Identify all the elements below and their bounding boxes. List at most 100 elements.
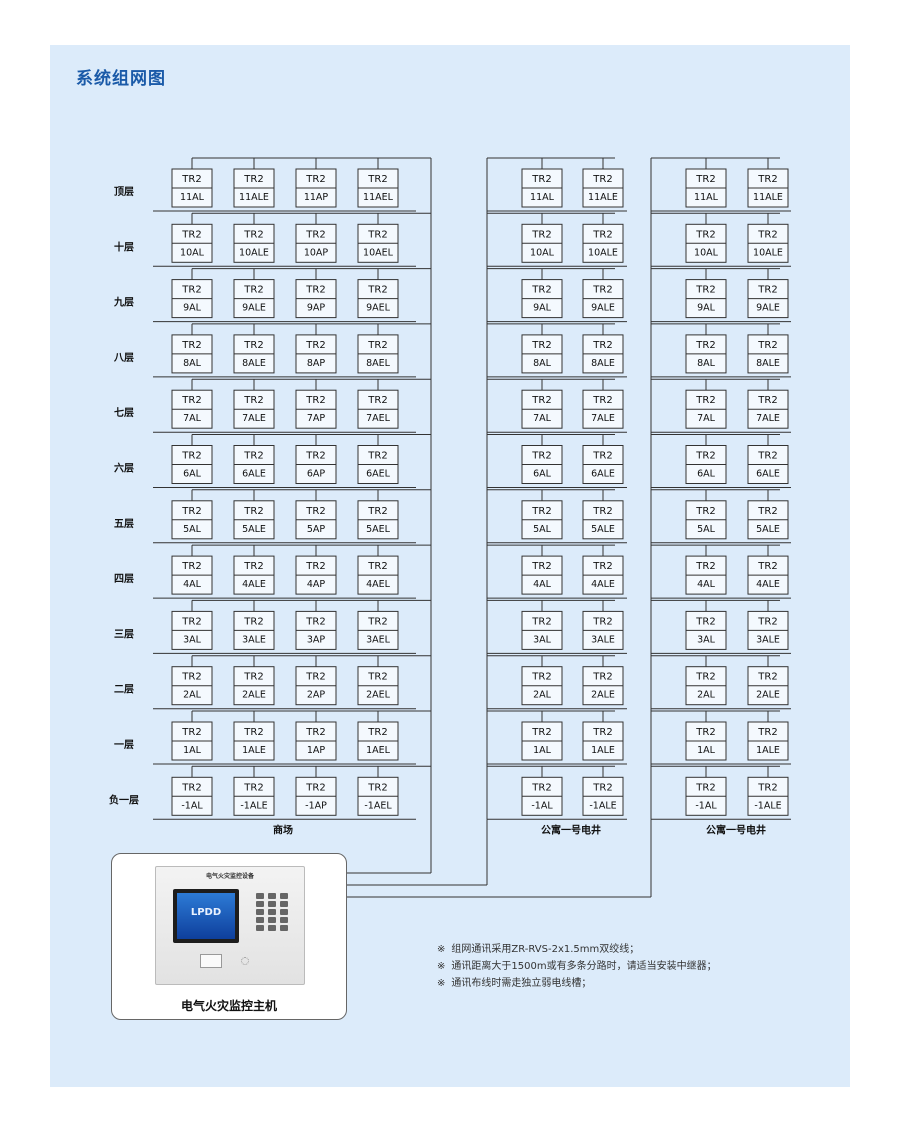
module-code: 2AL: [183, 690, 202, 701]
module-code: 2AP: [307, 690, 326, 701]
module-type: TR2: [181, 285, 201, 296]
device-keypad: [256, 891, 292, 933]
module-code: 11AL: [530, 192, 555, 203]
module-type: TR2: [531, 616, 551, 627]
module-code: 1ALE: [242, 745, 266, 756]
module-code: 10AEL: [363, 247, 394, 258]
device-title: 电气火灾监控设备: [205, 873, 254, 880]
note-mark-icon: ※: [437, 944, 446, 955]
module-code: 4ALE: [591, 579, 615, 590]
device-screen-logo: LPDD: [190, 907, 222, 918]
module-type: TR2: [367, 340, 387, 351]
module-code: 8AP: [307, 358, 326, 369]
module-code: 9AL: [533, 303, 552, 314]
module-type: TR2: [181, 451, 201, 462]
module-type: TR2: [181, 340, 201, 351]
module-code: 9ALE: [242, 303, 266, 314]
module-code: 5AEL: [366, 524, 391, 535]
module-type: TR2: [757, 285, 777, 296]
module-code: 8ALE: [242, 358, 266, 369]
module-code: 7ALE: [242, 413, 266, 424]
module-type: TR2: [757, 727, 777, 738]
module-code: 11AEL: [363, 192, 394, 203]
module-code: 9ALE: [591, 303, 615, 314]
module-type: TR2: [243, 616, 263, 627]
module-type: TR2: [305, 451, 325, 462]
module-type: TR2: [181, 395, 201, 406]
module-code: 7AL: [697, 413, 716, 424]
module-type: TR2: [592, 395, 612, 406]
module-code: 5ALE: [591, 524, 615, 535]
module-code: 3AL: [183, 634, 202, 645]
module-type: TR2: [305, 229, 325, 240]
module-code: 7AL: [533, 413, 552, 424]
module-type: TR2: [243, 506, 263, 517]
module-code: -1ALE: [754, 800, 781, 811]
module-type: TR2: [757, 561, 777, 572]
module-code: 3ALE: [591, 634, 615, 645]
host-label: 电气火灾监控主机: [180, 999, 277, 1013]
module-code: 1AL: [183, 745, 202, 756]
module-type: TR2: [757, 174, 777, 185]
module-type: TR2: [592, 451, 612, 462]
module-type: TR2: [305, 340, 325, 351]
module-code: 10AP: [304, 247, 329, 258]
module-type: TR2: [592, 340, 612, 351]
module-type: TR2: [243, 174, 263, 185]
module-code: 3AL: [697, 634, 716, 645]
module-type: TR2: [757, 451, 777, 462]
module-type: TR2: [367, 395, 387, 406]
module-code: 2AEL: [366, 690, 391, 701]
module-code: 6ALE: [591, 469, 615, 480]
module-code: 6AL: [533, 469, 552, 480]
module-code: 7AP: [307, 413, 326, 424]
module-code: 11AP: [304, 192, 329, 203]
module-type: TR2: [592, 727, 612, 738]
module-code: 10AL: [694, 247, 719, 258]
module-type: TR2: [367, 174, 387, 185]
module-code: 4AL: [183, 579, 202, 590]
module-type: TR2: [757, 616, 777, 627]
module-code: 9ALE: [756, 303, 780, 314]
module-type: TR2: [243, 672, 263, 683]
module-type: TR2: [531, 285, 551, 296]
module-type: TR2: [531, 672, 551, 683]
module-type: TR2: [367, 506, 387, 517]
module-code: 1ALE: [756, 745, 780, 756]
module-type: TR2: [592, 285, 612, 296]
floor-label: 九层: [113, 296, 134, 309]
module-code: 2ALE: [756, 690, 780, 701]
module-code: 7ALE: [756, 413, 780, 424]
module-type: TR2: [181, 727, 201, 738]
module-type: TR2: [695, 506, 715, 517]
module-code: 6AEL: [366, 469, 391, 480]
module-type: TR2: [531, 506, 551, 517]
module-code: 7AL: [183, 413, 202, 424]
module-code: 8AL: [183, 358, 202, 369]
group-caption: 商场: [273, 823, 293, 836]
module-code: -1AL: [695, 800, 717, 811]
module-code: 3AP: [307, 634, 326, 645]
module-type: TR2: [305, 395, 325, 406]
module-code: 2ALE: [242, 690, 266, 701]
page-title: 系统组网图: [76, 69, 166, 89]
module-type: TR2: [757, 395, 777, 406]
module-type: TR2: [243, 229, 263, 240]
module-type: TR2: [695, 727, 715, 738]
module-type: TR2: [695, 451, 715, 462]
floor-label: 一层: [114, 739, 134, 751]
module-type: TR2: [367, 727, 387, 738]
module-type: TR2: [695, 672, 715, 683]
module-type: TR2: [243, 340, 263, 351]
host-device-image: 电气火灾监控设备 LPDD: [155, 866, 305, 985]
module-code: 6AL: [183, 469, 202, 480]
floor-label: 三层: [114, 628, 134, 640]
module-type: TR2: [695, 174, 715, 185]
module-code: 10ALE: [753, 247, 783, 258]
module-code: 3ALE: [756, 634, 780, 645]
speaker-icon: [241, 957, 249, 965]
module-code: 1AL: [533, 745, 552, 756]
module-code: 6ALE: [242, 469, 266, 480]
module-type: TR2: [531, 395, 551, 406]
module-type: TR2: [243, 782, 263, 793]
